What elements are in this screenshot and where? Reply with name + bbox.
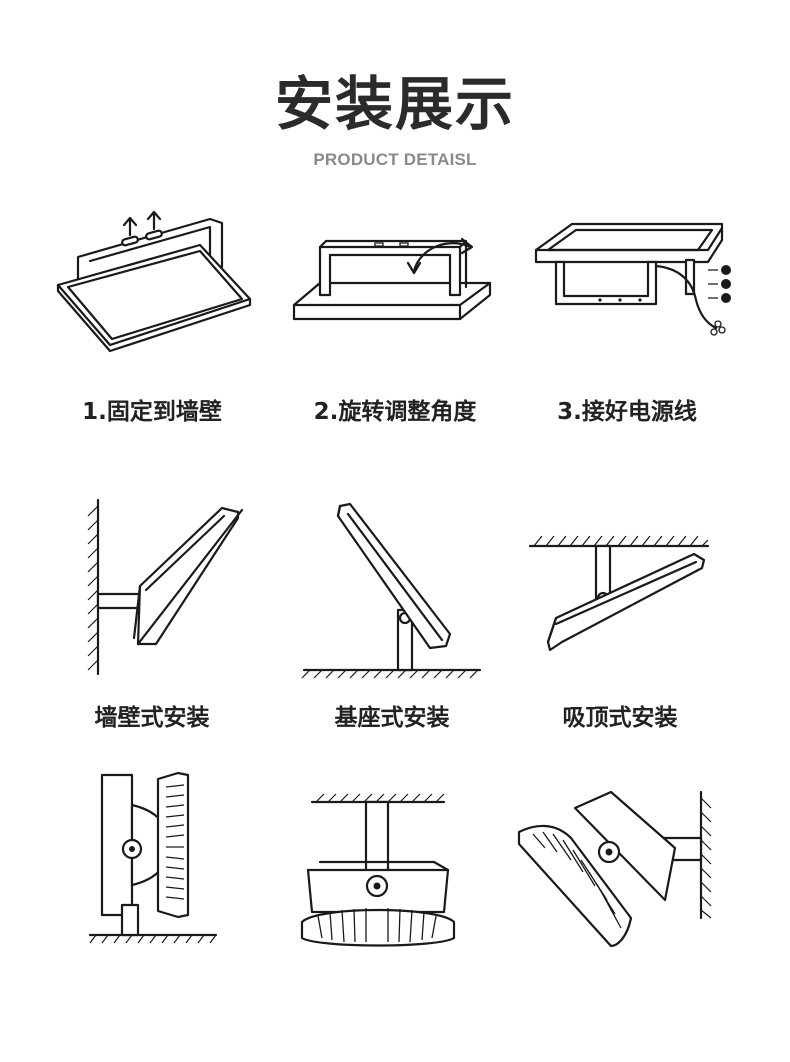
highbay-wall-side-icon [88, 765, 218, 945]
step-1-label: 1.固定到墙壁 [82, 399, 222, 425]
page-title: 安装展示 [274, 70, 515, 138]
step-3-label: 3.接好电源线 [557, 399, 697, 425]
rotate-angle-icon [290, 225, 500, 330]
wall-mount-label: 墙壁式安装 [94, 705, 210, 731]
page-subtitle: PRODUCT DETAISL [313, 150, 477, 169]
wall-fix-icon [50, 205, 265, 355]
highbay-wall-angled-icon [515, 788, 715, 948]
step-2-label: 2.旋转调整角度 [313, 399, 477, 425]
highbay-ceiling-pendant-icon [298, 792, 458, 952]
base-mount-icon [300, 500, 485, 682]
ceiling-mount-label: 吸顶式安装 [562, 705, 678, 731]
wall-mount-icon [84, 498, 254, 678]
base-mount-label: 基座式安装 [334, 705, 450, 731]
power-wiring-icon [528, 220, 731, 340]
ceiling-mount-icon [528, 532, 713, 660]
